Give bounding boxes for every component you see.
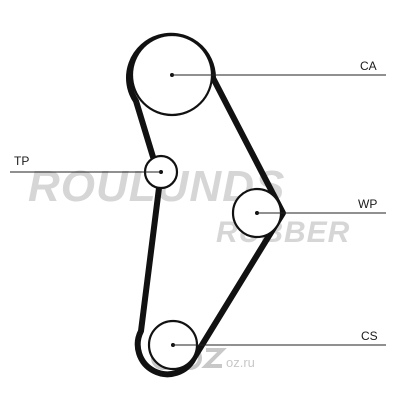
watermark-site: oz.ru [226,355,255,370]
label-wp: WP [358,197,377,211]
label-cs: CS [361,329,378,343]
label-ca: CA [360,59,377,73]
leader-lines [10,74,386,346]
label-tp: TP [14,154,29,168]
